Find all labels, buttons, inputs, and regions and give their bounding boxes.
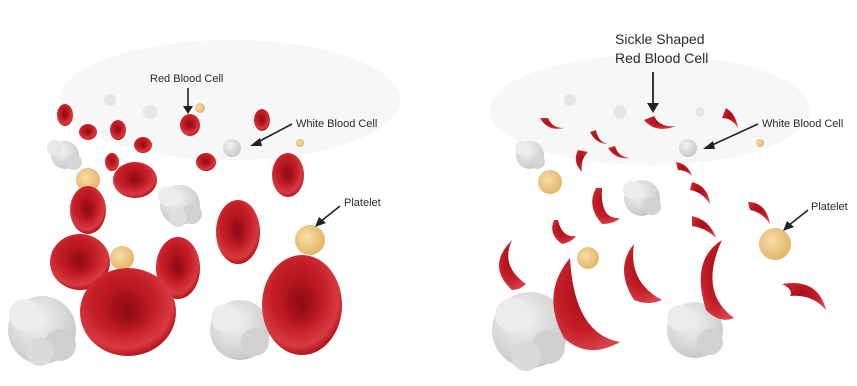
sickle-blood-panel: Sickle Shaped Red Blood Cell White Blood…	[430, 0, 857, 386]
sickle-red-blood-cell	[576, 150, 588, 172]
platelet	[538, 170, 562, 194]
red-blood-cell	[254, 109, 270, 131]
red-blood-cell	[134, 137, 152, 153]
white-blood-cell	[679, 139, 697, 157]
platelet	[296, 139, 304, 147]
red-blood-cell	[57, 104, 73, 126]
platelet	[577, 247, 599, 269]
label-sickle-line1: Sickle Shaped	[615, 31, 705, 47]
label-red-blood-cell: Red Blood Cell	[150, 73, 223, 85]
red-blood-cell	[272, 153, 304, 197]
sickle-blood-illustration: Sickle Shaped Red Blood Cell White Blood…	[430, 0, 857, 386]
sickle-red-blood-cell	[701, 240, 734, 320]
sickle-red-blood-cell	[499, 240, 526, 290]
sickle-red-blood-cell	[748, 202, 770, 224]
sickle-red-blood-cell	[676, 162, 692, 176]
red-blood-cell	[80, 268, 176, 356]
label-platelet: Platelet	[811, 201, 848, 213]
sickle-red-blood-cell	[553, 258, 620, 350]
sickle-red-blood-cell	[552, 220, 576, 244]
sickle-red-blood-cell	[592, 188, 620, 224]
white-blood-cell	[223, 139, 241, 157]
platelet	[759, 228, 791, 260]
arrow-platelet	[788, 210, 808, 226]
normal-blood-panel: Red Blood Cell White Blood Cell Platelet	[0, 0, 430, 386]
label-white-blood-cell: White Blood Cell	[762, 118, 843, 130]
label-sickle-line2: Red Blood Cell	[615, 50, 708, 66]
arrow-platelet	[320, 206, 340, 222]
platelet	[110, 246, 134, 270]
red-blood-cell	[70, 186, 106, 234]
platelet	[295, 225, 325, 255]
red-blood-cell	[216, 200, 260, 264]
platelet	[195, 103, 205, 113]
label-white-blood-cell: White Blood Cell	[296, 118, 377, 130]
sickle-red-blood-cell	[690, 182, 710, 204]
white-blood-cell	[8, 296, 76, 366]
sickle-red-blood-cell	[692, 216, 716, 238]
red-blood-cell	[180, 114, 200, 136]
label-platelet: Platelet	[344, 197, 381, 209]
red-blood-cell	[105, 153, 119, 171]
white-blood-cell	[158, 185, 202, 227]
normal-blood-illustration: Red Blood Cell White Blood Cell Platelet	[0, 0, 430, 386]
platelet	[756, 139, 764, 147]
sickle-red-blood-cell	[782, 283, 826, 310]
red-blood-cell	[79, 124, 97, 140]
white-blood-cell	[623, 180, 661, 216]
red-blood-cell	[196, 153, 216, 171]
red-blood-cell	[262, 255, 342, 355]
white-blood-cell	[210, 300, 270, 360]
red-blood-cell	[110, 120, 126, 140]
white-blood-cell	[47, 140, 82, 170]
red-blood-cell	[113, 162, 157, 198]
sickle-red-blood-cell	[624, 244, 662, 303]
